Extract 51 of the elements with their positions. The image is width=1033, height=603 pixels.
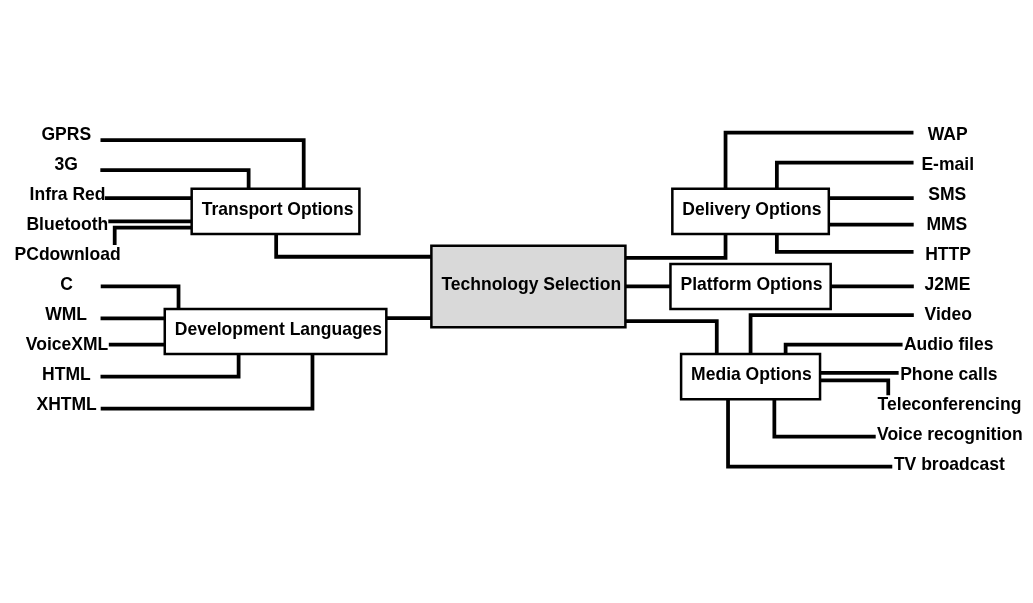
connector (386, 316, 432, 320)
node-text: Phone calls (900, 363, 998, 384)
node-text: WAP (927, 123, 968, 144)
connector (723, 130, 914, 189)
connector (625, 284, 671, 289)
node-text: XHTML (36, 394, 97, 415)
connector (829, 196, 914, 201)
node-text: MMS (926, 213, 968, 234)
connector (104, 196, 192, 201)
connector (748, 313, 914, 355)
connector (625, 234, 728, 260)
node-box: Transport Options (190, 187, 361, 236)
connector (100, 354, 315, 411)
connector (726, 399, 893, 469)
node-text: HTML (42, 363, 91, 384)
connector (830, 284, 914, 289)
node-box: Delivery Options (671, 187, 831, 236)
node-box: Development Languages (163, 307, 388, 356)
node-text: 3G (54, 153, 78, 174)
connector (108, 342, 165, 347)
connector (775, 160, 914, 189)
connector (100, 316, 165, 321)
connector (100, 284, 181, 309)
node-text: HTTP (925, 243, 971, 264)
connector (829, 222, 914, 227)
connector (820, 370, 899, 375)
connector (625, 319, 719, 355)
node-text: Voice recognition (877, 424, 1023, 445)
connector (274, 234, 432, 259)
node-text: J2ME (924, 273, 971, 294)
node-text: VoiceXML (25, 333, 109, 354)
node-text: Bluetooth (26, 213, 109, 234)
node-text: E-mail (921, 153, 975, 174)
node-text: TV broadcast (893, 454, 1005, 475)
node-box: Technology Selection (430, 244, 627, 329)
node-text: Audio files (903, 333, 994, 354)
node-text: WML (45, 303, 88, 324)
node-text: C (60, 273, 73, 294)
connector (100, 138, 306, 189)
connector (820, 378, 891, 396)
node-box: Platform Options (669, 262, 832, 311)
node-text: Video (924, 303, 972, 324)
node-text: Infra Red (29, 183, 106, 204)
node-text: GPRS (41, 123, 92, 144)
node-box: Media Options (679, 352, 822, 401)
connector (783, 342, 903, 354)
connector (108, 219, 192, 224)
node-text: SMS (928, 183, 967, 204)
connector (772, 399, 876, 439)
node-text: PCdownload (14, 243, 121, 264)
node-text: Teleconferencing (877, 394, 1022, 415)
